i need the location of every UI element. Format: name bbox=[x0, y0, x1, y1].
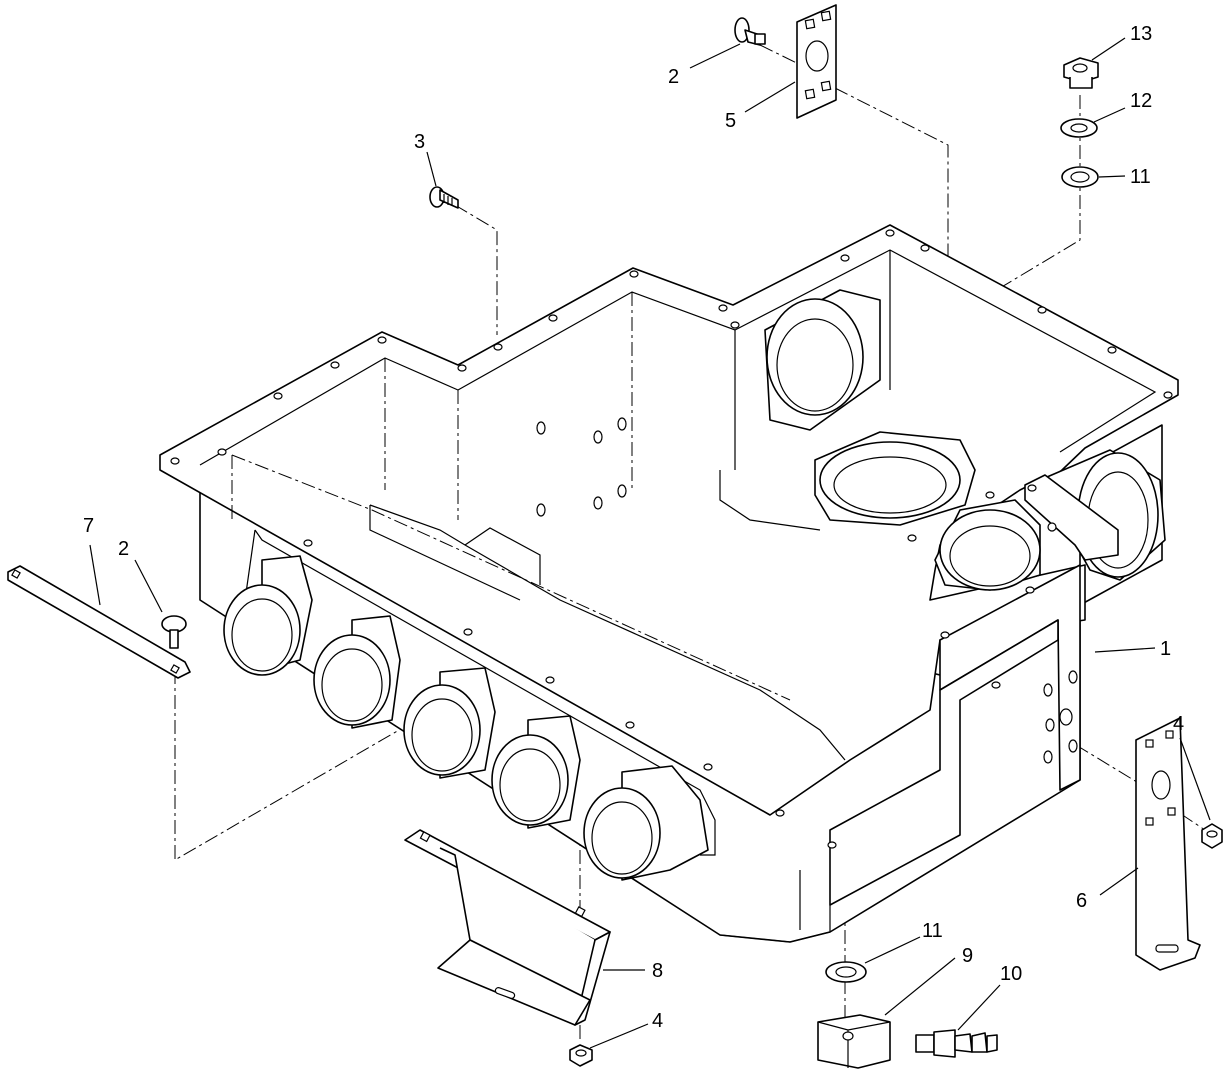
callout-11-upper: 11 bbox=[1130, 166, 1151, 188]
callouts: 1 2 2 3 4 4 5 6 7 8 9 10 11 11 12 13 bbox=[83, 23, 1184, 1032]
leader-lines bbox=[89, 37, 1211, 1049]
callout-2-lower: 2 bbox=[118, 538, 129, 560]
bracket-8 bbox=[404, 829, 611, 1026]
tank-body bbox=[159, 224, 1179, 943]
callout-12: 12 bbox=[1130, 90, 1152, 112]
callout-8: 8 bbox=[652, 960, 663, 982]
callout-9: 9 bbox=[962, 945, 973, 967]
callout-11-lower: 11 bbox=[922, 920, 943, 942]
callout-2-upper: 2 bbox=[668, 66, 679, 88]
callout-7: 7 bbox=[83, 515, 94, 537]
bracket-plate-5 bbox=[796, 4, 837, 119]
port-2 bbox=[313, 615, 401, 729]
right-pipe-port bbox=[934, 499, 1041, 591]
carriage-bolt-lower bbox=[161, 615, 187, 649]
carriage-bolt-upper bbox=[734, 17, 766, 46]
washer-11-upper bbox=[1061, 166, 1099, 188]
fitting-13 bbox=[1063, 57, 1099, 89]
screw-3 bbox=[429, 186, 459, 209]
callout-13: 13 bbox=[1130, 23, 1152, 45]
port-4 bbox=[491, 715, 581, 829]
callout-6: 6 bbox=[1076, 890, 1087, 912]
port-5 bbox=[583, 765, 709, 881]
callout-3: 3 bbox=[414, 131, 425, 153]
block-9 bbox=[817, 1014, 891, 1069]
washer-12 bbox=[1060, 118, 1098, 138]
port-1 bbox=[223, 555, 313, 676]
top-port bbox=[814, 431, 976, 526]
callout-4-lower: 4 bbox=[652, 1010, 663, 1032]
callout-4-right: 4 bbox=[1173, 713, 1184, 735]
bracket-6 bbox=[1135, 717, 1201, 971]
nut-4-lower bbox=[569, 1044, 593, 1067]
rear-port bbox=[764, 289, 881, 431]
nut-4-right bbox=[1201, 823, 1223, 849]
port-3 bbox=[403, 667, 496, 779]
callout-1: 1 bbox=[1160, 638, 1171, 660]
washer-11-lower bbox=[825, 961, 867, 983]
strap-7 bbox=[7, 565, 191, 679]
front-ports bbox=[223, 529, 716, 881]
fitting-10 bbox=[915, 1029, 998, 1058]
wall-holes bbox=[536, 417, 1078, 764]
side-pipe-port bbox=[1024, 449, 1166, 581]
callout-10: 10 bbox=[1000, 963, 1022, 985]
callout-5: 5 bbox=[725, 110, 736, 132]
